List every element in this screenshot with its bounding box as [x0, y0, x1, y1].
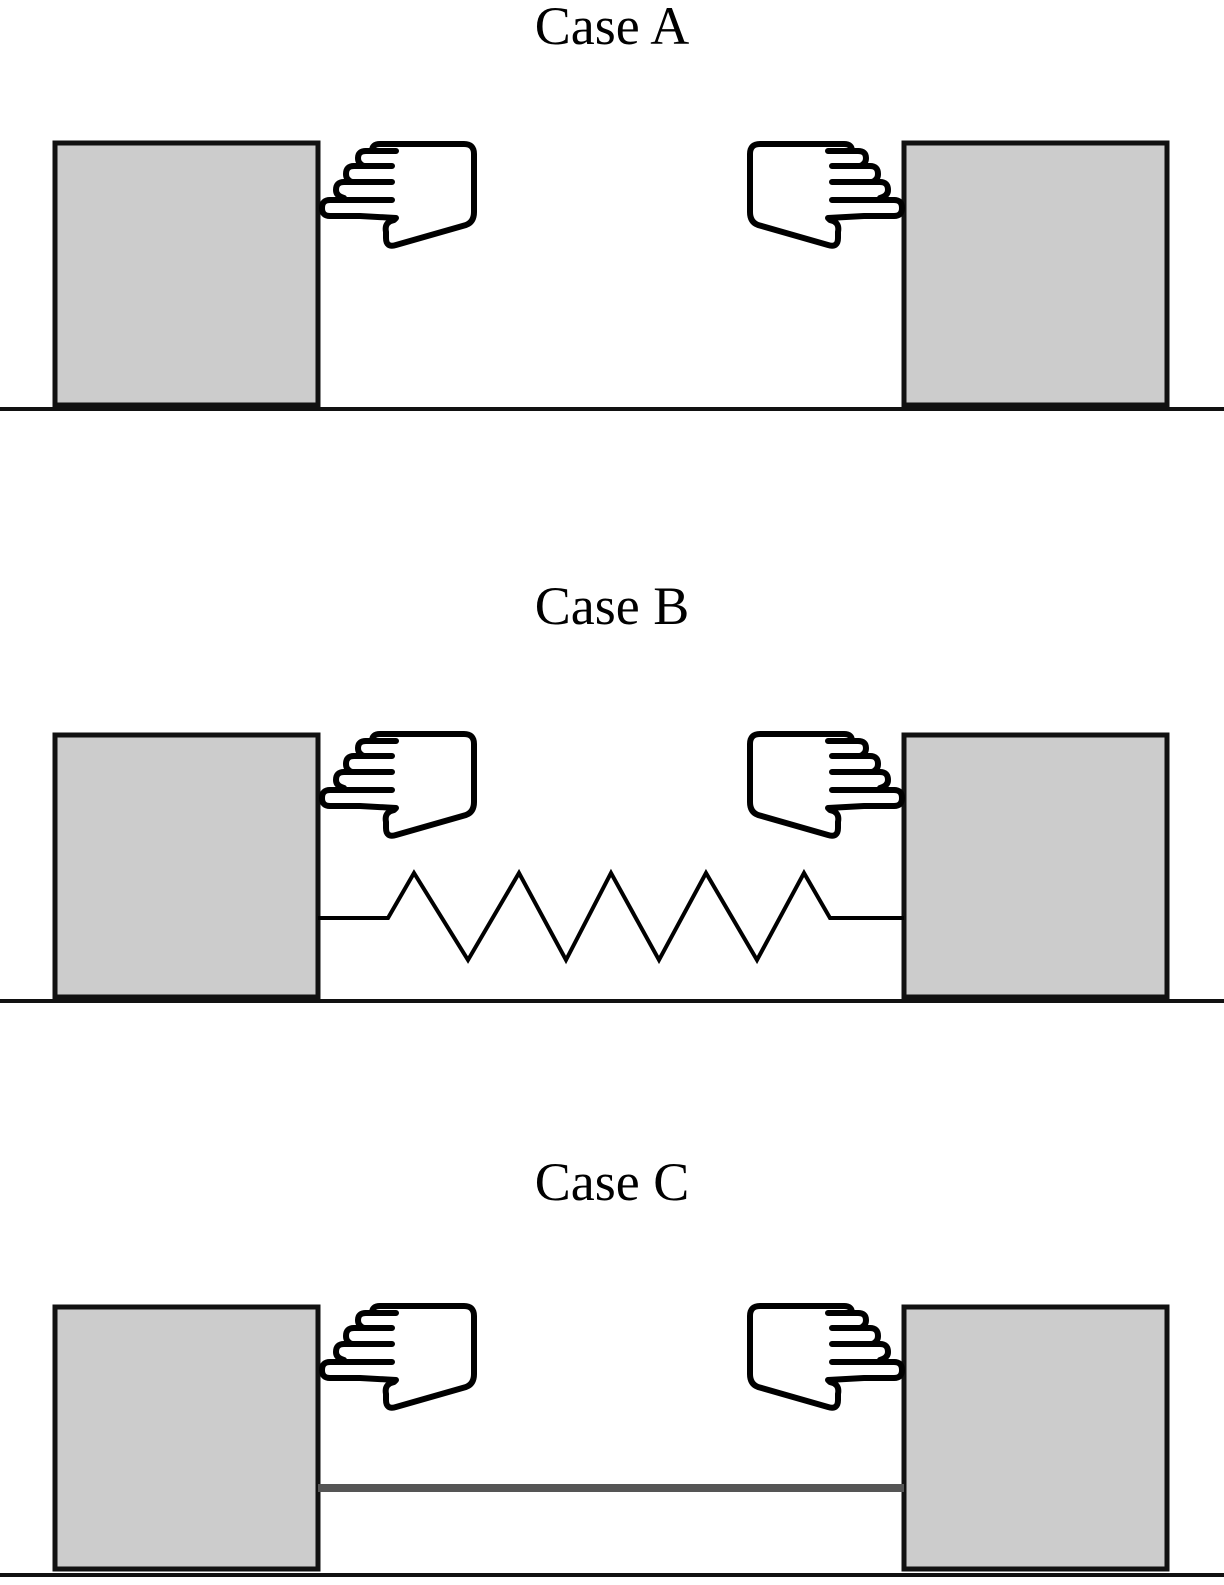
case-b-right-hand-icon: [750, 734, 902, 836]
case-b-left-hand-icon: [322, 734, 474, 836]
case-a-left-block: [52, 140, 321, 408]
case-c-right-hand-icon: [750, 1306, 902, 1408]
case-b-spring: [318, 868, 904, 965]
case-c-title: Case C: [535, 1152, 690, 1212]
case-b: Case B: [0, 576, 1224, 1003]
case-a-left-hand-icon: [322, 144, 474, 246]
case-c-left-hand-icon: [322, 1306, 474, 1408]
case-a-right-hand-icon: [750, 144, 902, 246]
case-a-right-block: [901, 140, 1170, 408]
case-a-title: Case A: [535, 0, 690, 56]
case-c-left-block: [52, 1304, 321, 1572]
case-b-title: Case B: [535, 576, 690, 636]
case-b-right-block: [901, 732, 1170, 1000]
case-a: Case A: [0, 0, 1224, 411]
case-c-right-block: [901, 1304, 1170, 1572]
case-c: Case C: [0, 1152, 1224, 1577]
case-b-left-block: [52, 732, 321, 1000]
